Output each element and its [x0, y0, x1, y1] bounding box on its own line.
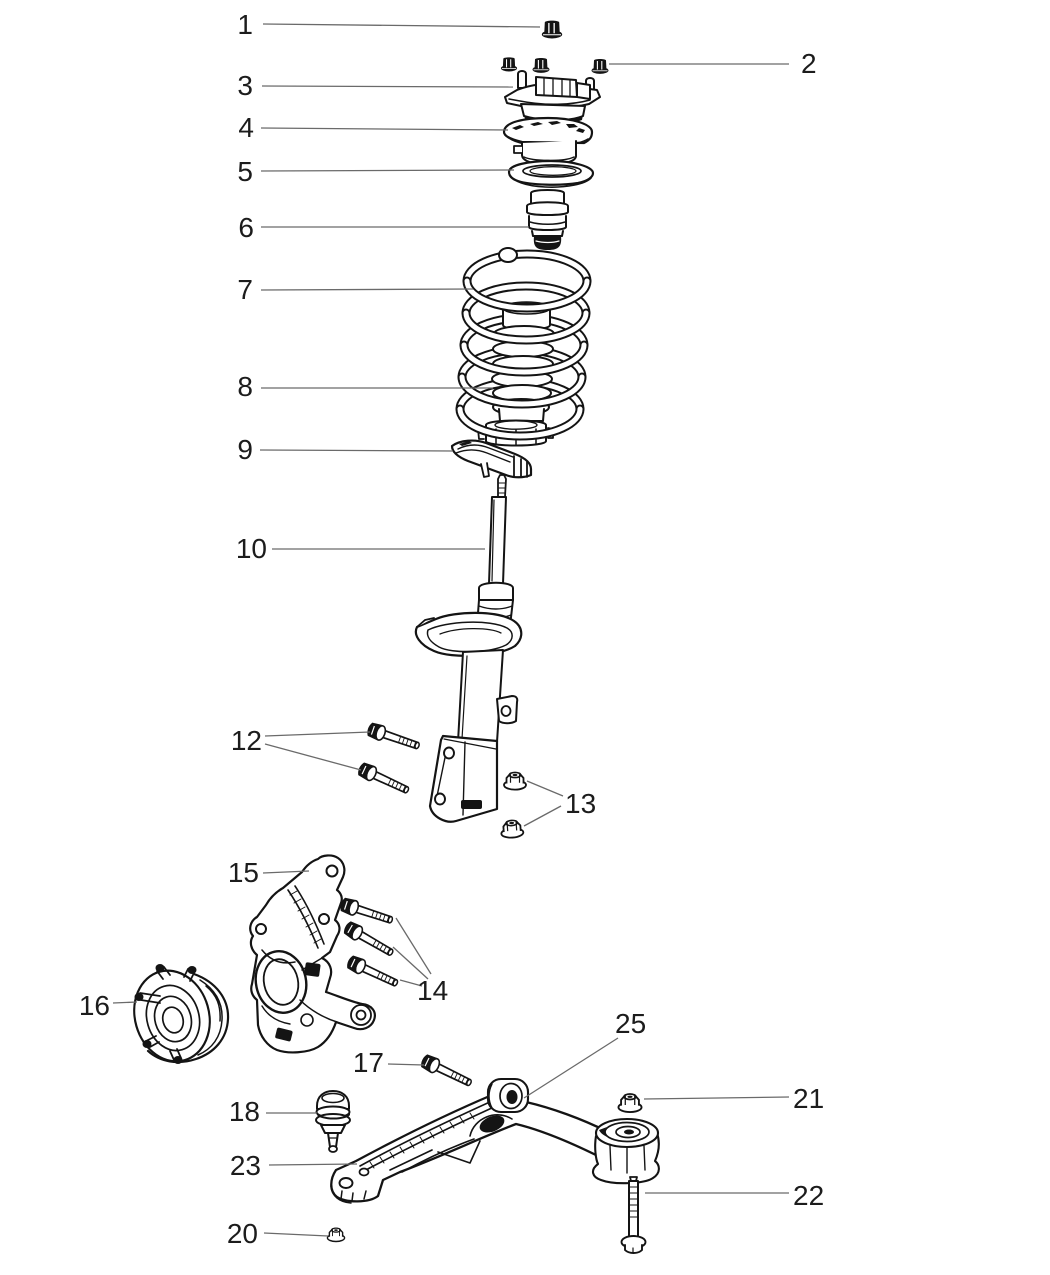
part-lower-spring-isolator — [450, 439, 533, 479]
leader-7 — [260, 288, 474, 291]
callout-22: 22 — [793, 1180, 824, 1211]
leader-12a — [264, 731, 371, 737]
leader-5 — [260, 169, 515, 172]
leader-lines — [112, 23, 790, 1237]
callout-7: 7 — [237, 274, 253, 305]
leader-15 — [262, 870, 310, 874]
part-control-arm-rear-bushing — [592, 1117, 660, 1185]
callout-labels: 1 2 3 4 5 6 7 8 9 10 12 13 14 15 16 17 1… — [79, 9, 824, 1249]
callout-2: 2 — [801, 48, 817, 79]
part-strut-damper — [414, 474, 523, 823]
callout-13: 13 — [565, 788, 596, 819]
leader-13b — [523, 805, 562, 827]
part-strut-mount-nuts — [500, 56, 610, 75]
callout-16: 16 — [79, 990, 110, 1021]
leader-14a — [395, 917, 432, 975]
part-strut-rod-nut — [541, 19, 563, 40]
leader-14b — [392, 946, 429, 980]
callout-5: 5 — [237, 156, 253, 187]
callout-25: 25 — [615, 1008, 646, 1039]
part-strut-knuckle-nuts — [499, 771, 527, 840]
part-ball-joint — [315, 1090, 351, 1153]
part-strut-mount-bearing-seat — [502, 116, 594, 166]
part-hub-bolts — [338, 895, 402, 992]
leader-23 — [268, 1163, 358, 1166]
part-lower-control-arm — [330, 1077, 660, 1204]
callout-23: 23 — [230, 1150, 261, 1181]
part-pinch-bolt-nut — [326, 1227, 346, 1243]
callout-20: 20 — [227, 1218, 258, 1249]
callout-8: 8 — [237, 371, 253, 402]
callout-4: 4 — [238, 112, 254, 143]
part-strut-mount — [504, 70, 601, 125]
part-coil-spring-front — [455, 276, 592, 441]
leader-9 — [259, 449, 454, 452]
callout-1: 1 — [237, 9, 253, 40]
leader-13a — [526, 780, 564, 797]
callout-6: 6 — [238, 212, 254, 243]
part-ball-joint-pinch-bolt — [418, 1052, 475, 1092]
part-upper-spring-isolator — [507, 159, 595, 188]
leader-21 — [643, 1096, 790, 1100]
part-control-arm-front-bushing — [486, 1077, 530, 1114]
leader-12b — [264, 743, 362, 771]
callout-12: 12 — [231, 725, 262, 756]
part-jounce-bumper — [526, 189, 569, 250]
callout-9: 9 — [237, 434, 253, 465]
part-steering-knuckle — [249, 854, 376, 1054]
leader-14c — [399, 979, 423, 987]
callout-15: 15 — [228, 857, 259, 888]
leader-17 — [387, 1063, 425, 1066]
leader-16 — [112, 1001, 138, 1004]
leader-3 — [261, 85, 514, 88]
callout-17: 17 — [353, 1047, 384, 1078]
callout-10: 10 — [236, 533, 267, 564]
callout-3: 3 — [237, 70, 253, 101]
callout-14: 14 — [417, 975, 448, 1006]
part-hub-bearing — [133, 964, 230, 1064]
part-front-bushing-nut — [617, 1093, 643, 1114]
callout-18: 18 — [229, 1096, 260, 1127]
leader-1 — [262, 23, 541, 28]
leader-25 — [523, 1037, 619, 1099]
part-rear-bushing-bolt — [620, 1176, 647, 1254]
leader-4 — [260, 127, 509, 131]
callout-21: 21 — [793, 1083, 824, 1114]
leader-20 — [263, 1232, 329, 1237]
part-strut-knuckle-bolts — [355, 720, 423, 799]
